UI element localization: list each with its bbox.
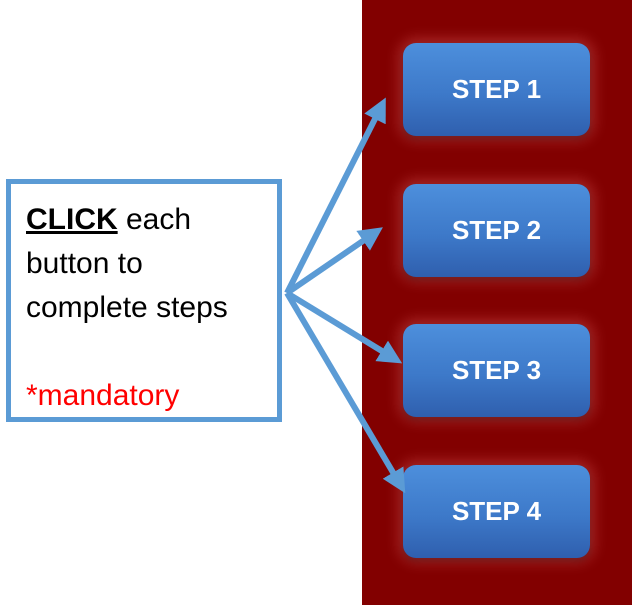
instruction-callout: CLICK each button to complete steps *man… [6,179,282,422]
click-emphasis: CLICK [26,203,118,236]
instruction-line-1: CLICK each [26,198,265,242]
step-3-button[interactable]: STEP 3 [403,324,590,417]
instruction-line-3: complete steps [26,291,228,324]
instruction-line-2: button to [26,247,143,280]
step-2-button[interactable]: STEP 2 [403,184,590,277]
instruction-line-1-rest: each [117,203,192,236]
step-1-button[interactable]: STEP 1 [403,43,590,136]
mandatory-note: *mandatory [26,379,180,412]
step-4-button[interactable]: STEP 4 [403,465,590,558]
